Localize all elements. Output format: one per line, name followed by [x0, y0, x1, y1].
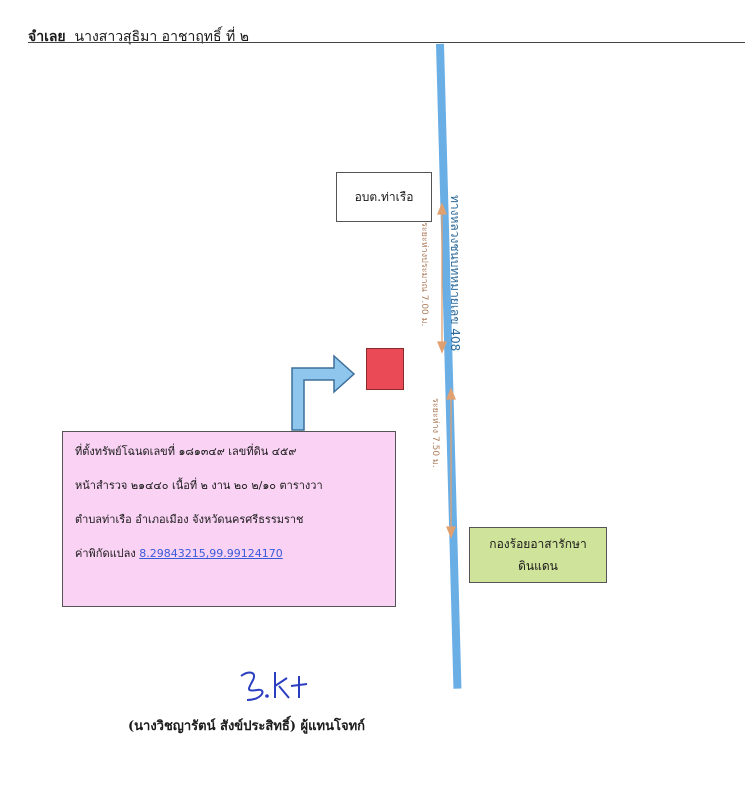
defendant-header: จำเลย นางสาวสุธิมา อาชาฤทธิ์ ที่ ๒	[28, 26, 249, 48]
defendant-label: จำเลย	[28, 29, 66, 45]
property-title-line: ที่ตั้งทรัพย์โฉนดเลขที่ ๑๘๑๓๔๙ เลขที่ดิน…	[75, 445, 297, 458]
arrow-icon	[291, 354, 356, 431]
header-rule	[28, 42, 745, 43]
signature-mark	[240, 671, 308, 701]
property-site-marker	[366, 348, 404, 390]
property-coordinate-line: ค่าพิกัดแปลง 8.29843215,99.99124170	[75, 544, 395, 578]
army-label-line2: ดินแดน	[518, 559, 558, 573]
property-location-line: ตำบลท่าเรือ อำเภอเมือง จังหวัดนครศรีธรรม…	[75, 513, 304, 526]
distance-arrows	[437, 202, 456, 539]
coordinate-label: ค่าพิกัดแปลง	[75, 547, 136, 560]
upper-arrowhead-bottom	[437, 341, 447, 354]
defendant-name: นางสาวสุธิมา อาชาฤทธิ์ ที่ ๒	[74, 29, 249, 45]
lower-distance-label: ระยะห่าง 7.50 ม.	[430, 398, 440, 468]
obt-landmark: อบต.ท่าเรือ	[336, 172, 432, 222]
upper-arrowhead-top	[437, 202, 447, 215]
lower-arrowhead-bottom	[446, 526, 456, 539]
direction-arrow	[291, 354, 356, 431]
army-label-line1: กองร้อยอาสารักษา	[489, 537, 587, 551]
army-landmark: กองร้อยอาสารักษา ดินแดน	[469, 527, 607, 583]
property-survey-line: หน้าสำรวจ ๒๑๔๔๐ เนื้อที่ ๒ งาน ๒๐ ๒/๑๐ ต…	[75, 479, 323, 492]
upper-distance-label: ระยะห่างประมาณ 7.00 ม.	[419, 222, 429, 327]
lower-arrowhead-top	[446, 387, 456, 400]
obt-label: อบต.ท่าเรือ	[354, 189, 414, 204]
coordinate-link[interactable]: 8.29843215,99.99124170	[139, 547, 283, 560]
signer-name: (นางวิชญารัตน์ สังข์ประสิทธิ์) ผู้แทนโจท…	[128, 719, 366, 734]
property-info-box: ที่ตั้งทรัพย์โฉนดเลขที่ ๑๘๑๓๔๙ เลขที่ดิน…	[62, 431, 396, 607]
